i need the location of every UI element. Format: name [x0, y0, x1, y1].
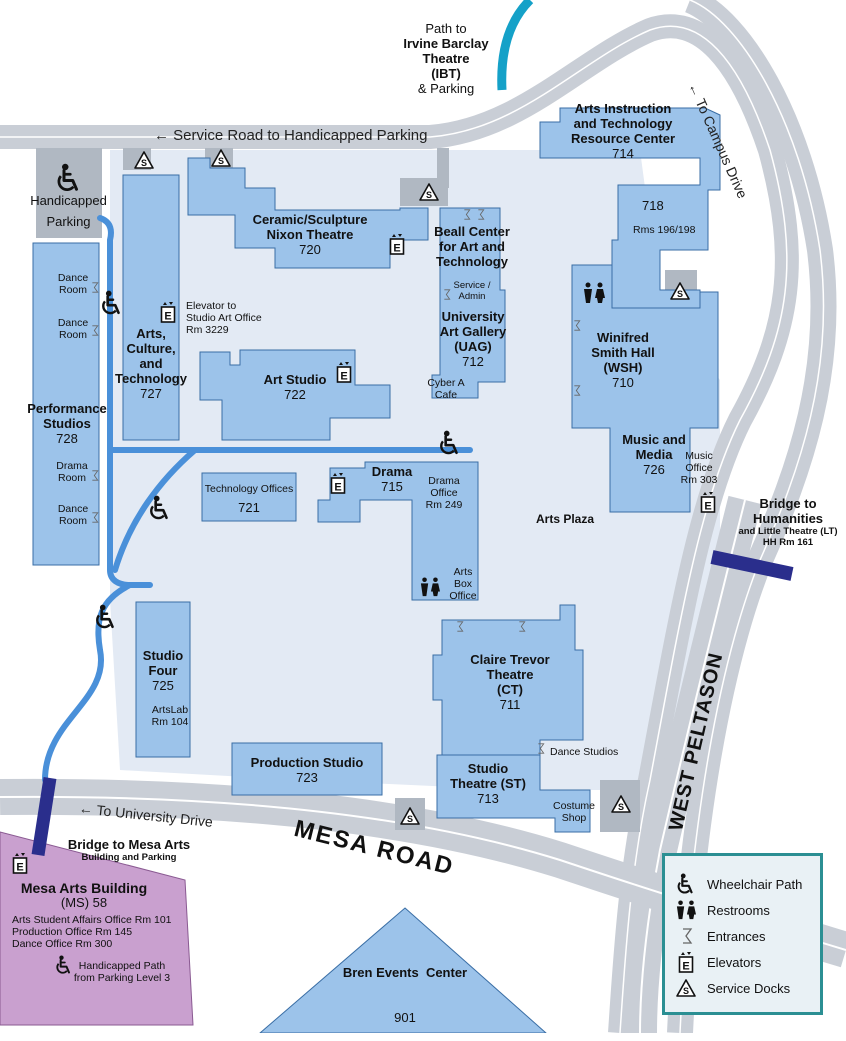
- drama-label: Drama 715: [371, 464, 413, 494]
- bldg-wsh: [571, 264, 719, 513]
- production-label: Production Studio 723: [250, 755, 364, 785]
- legend-label: Entrances: [707, 928, 766, 944]
- music-label: Music and Media 726: [622, 432, 686, 477]
- act-label: Arts, Culture, and Technology 727: [115, 326, 187, 401]
- bldg-ct: [432, 604, 584, 761]
- wc-path-4: [42, 582, 133, 783]
- humanities-label: Bridge to Humanities and Little Theatre …: [738, 496, 838, 548]
- mesa-arts-offices: Arts Student Affairs Office Rm 101 Produ…: [12, 914, 172, 951]
- art-studio-label: Art Studio 722: [263, 372, 327, 402]
- beall-label: Beall Center for Art and Technology: [434, 224, 510, 269]
- bldg-st: [436, 754, 591, 833]
- tech-offices-label: Technology Offices 721: [204, 483, 294, 516]
- bren-label: Bren Events Center 901: [342, 964, 468, 1025]
- bldg-production: [231, 742, 383, 796]
- legend-label: Wheelchair Path: [707, 876, 803, 892]
- hc-parking-label: Handicapped Parking: [30, 193, 107, 229]
- wsh-label: Winifred Smith Hall (WSH) 710: [591, 330, 655, 390]
- service-road-label: ← Service Road to Handicapped Parking: [154, 127, 428, 144]
- uag-cafe-label: Cyber A Cafe: [427, 377, 465, 402]
- drama-office-label: Drama Office Rm 249: [425, 475, 463, 512]
- arts-plaza-label: Arts Plaza: [536, 512, 595, 526]
- studio-four-label: Studio Four 725: [142, 648, 184, 693]
- performance-room-2: Dance Room: [57, 317, 89, 342]
- bridge-mesa-arts: [31, 776, 57, 857]
- mesa-hc-path-label: Handicapped Path from Parking Level 3: [73, 960, 171, 985]
- ibt-path-label: Path to Irvine Barclay Theatre (IBT) & P…: [403, 21, 489, 96]
- uag-label: University Art Gallery (UAG) 712: [439, 309, 507, 369]
- entrance-icon: [682, 928, 692, 944]
- aitrc-label: Arts Instruction and Technology Resource…: [570, 101, 676, 161]
- service-road-edge: [0, 25, 788, 1033]
- wheelchair-icon: [677, 873, 693, 894]
- performance-label: Performance Studios 728: [27, 401, 107, 446]
- box-office-label: Arts Box Office: [449, 566, 477, 603]
- legend-label: Restrooms: [707, 902, 770, 918]
- ibt-path: [497, 0, 534, 91]
- west-peltason-line: [639, 499, 746, 1033]
- st-label: Studio Theatre (ST) 713: [450, 761, 526, 806]
- bldg-ceramic: [187, 157, 429, 269]
- legend-label: Service Docks: [707, 980, 791, 996]
- beall-service-label: Service / Admin: [453, 280, 491, 302]
- mesa-arts-label: Mesa Arts Building (MS) 58: [20, 880, 148, 911]
- legend-item: Service Docks: [675, 976, 790, 1000]
- costume-shop-label: Costume Shop: [552, 800, 595, 825]
- map-legend: Wheelchair Path Restrooms Entrances Elev…: [662, 853, 823, 1015]
- legend-label: Elevators: [707, 954, 762, 970]
- legend-item: Restrooms: [675, 898, 770, 922]
- performance-room-3: Drama Room: [56, 460, 88, 485]
- legend-item: Wheelchair Path: [675, 872, 802, 896]
- bldg-performance: [32, 242, 100, 566]
- hc-parking-lot: [36, 148, 102, 238]
- wc-path-3: [112, 447, 198, 573]
- music-office-label: Music Office Rm 303: [680, 450, 718, 487]
- act-elevator-label: Elevator to Studio Art Office Rm 3229: [186, 300, 262, 337]
- performance-room-1: Dance Room: [57, 272, 89, 297]
- arts-lab-label: ArtsLab Rm 104: [151, 704, 189, 729]
- service-dock-icon: [676, 979, 696, 997]
- bldg-studio-four: [135, 601, 191, 758]
- wc-path-1: [97, 215, 153, 588]
- bridge-humanities: [710, 550, 794, 581]
- aitrc-room-label: 718: [642, 198, 664, 213]
- dance-studios-label: Dance Studios: [550, 746, 619, 758]
- mesa-bridge-label: Bridge to Mesa Arts Building and Parking: [67, 837, 191, 863]
- restroom-icon: [676, 900, 696, 920]
- campus-drive-line: [679, 0, 825, 1033]
- bldg-drama: [317, 461, 479, 601]
- bldg-bren: [259, 907, 547, 1033]
- aitrc-rms-label: Rms 196/198: [633, 224, 696, 236]
- ceramic-label: Ceramic/Sculpture Nixon Theatre 720: [252, 212, 368, 257]
- bldg-mesa-arts: [0, 831, 194, 1026]
- elevator-icon: [678, 951, 694, 973]
- legend-item: Entrances: [675, 924, 766, 948]
- bldg-tech-offices: [201, 472, 297, 522]
- legend-item: Elevators: [675, 950, 761, 974]
- ct-label: Claire Trevor Theatre (CT) 711: [470, 652, 550, 712]
- performance-room-4: Dance Room: [57, 503, 89, 528]
- bldg-beall: [431, 207, 506, 399]
